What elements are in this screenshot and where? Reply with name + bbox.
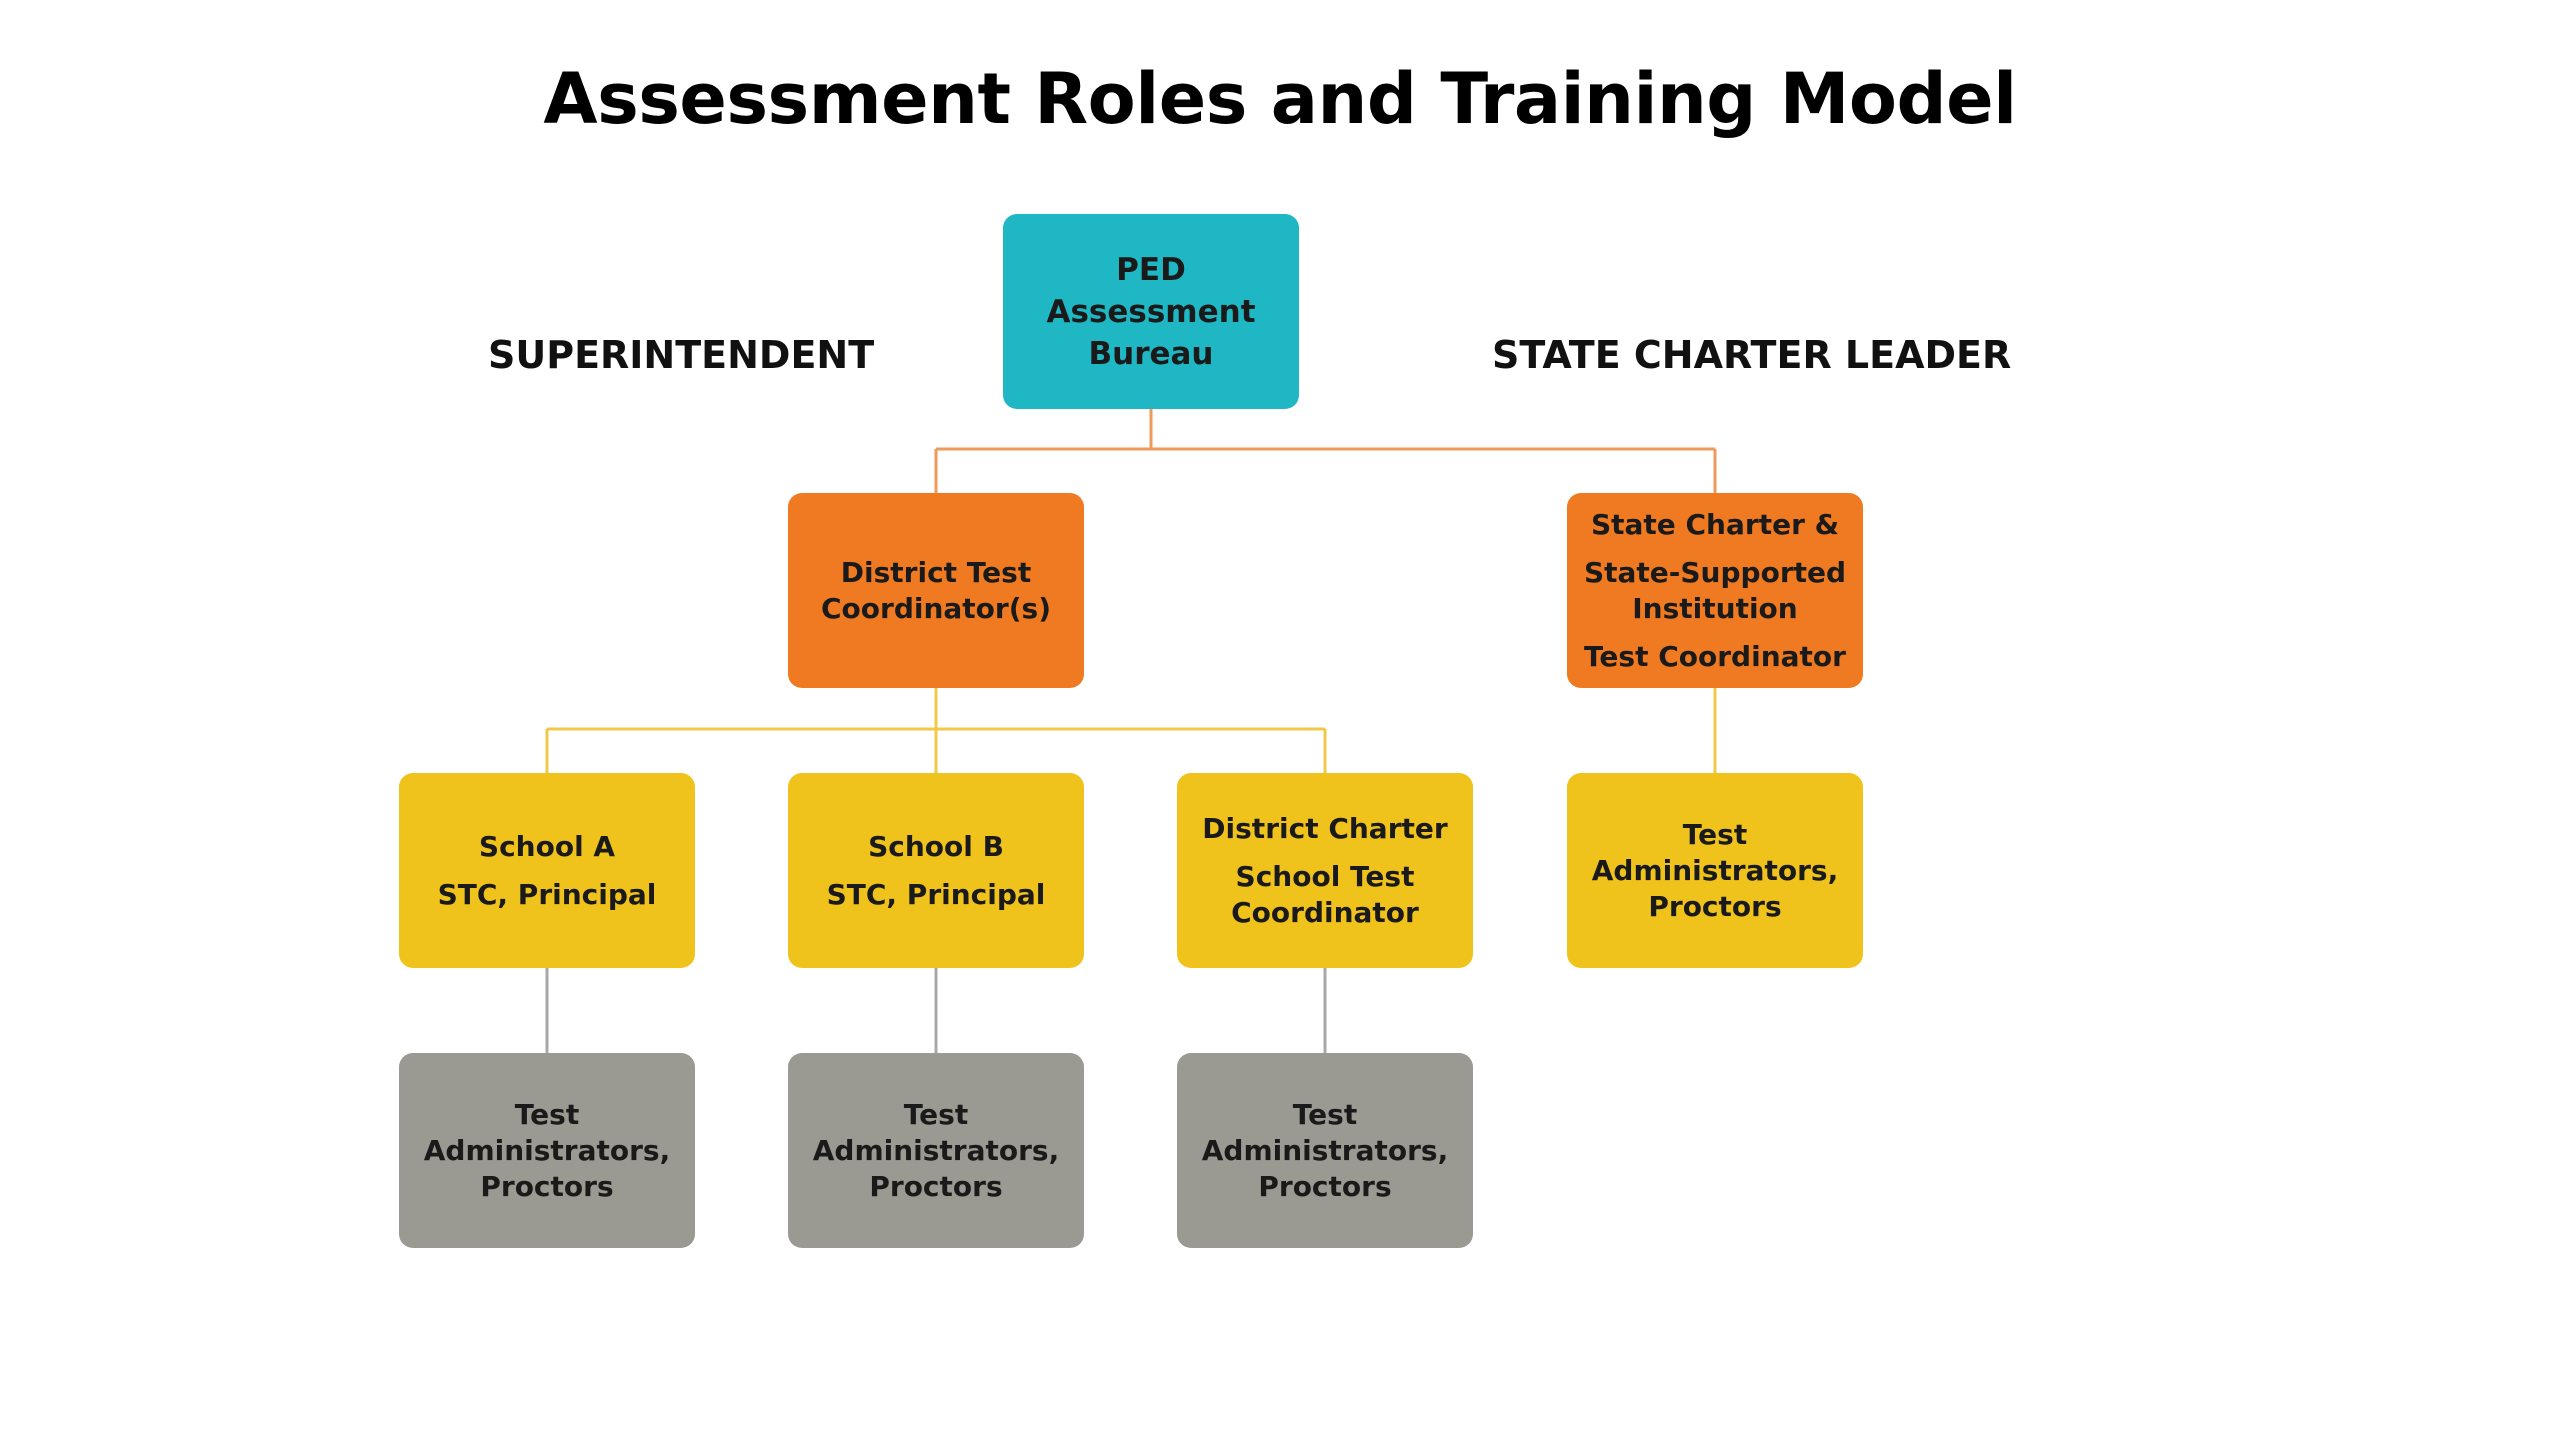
node-text-line: Proctors — [480, 1169, 614, 1203]
node-text-line: Test Administrators, — [812, 1097, 1060, 1167]
node-text-line: PED Assessment — [1046, 251, 1256, 330]
node-text-line: Institution — [1632, 591, 1798, 625]
node-text-line: Test Coordinator — [1584, 639, 1846, 673]
node-text-line: School Test — [1235, 859, 1415, 893]
state-charter-test-administrators-box: Test Administrators, Proctors — [1567, 773, 1863, 968]
school-b-box: School B STC, Principal — [788, 773, 1084, 968]
node-text-line: Test Administrators, — [1591, 817, 1839, 887]
state-charter-leader-label: STATE CHARTER LEADER — [1492, 333, 2012, 377]
node-text-line: District Test — [840, 555, 1032, 589]
node-text-line: School B — [868, 829, 1004, 863]
node-text-line: Coordinator(s) — [821, 591, 1051, 625]
school-a-test-administrators-box: Test Administrators, Proctors — [399, 1053, 695, 1248]
node-text-line: Bureau — [1088, 335, 1214, 372]
node-text-line: Proctors — [869, 1169, 1003, 1203]
node-text-line: State Charter & — [1590, 507, 1840, 541]
node-text-line: Coordinator — [1231, 895, 1419, 929]
node-text-line: Proctors — [1648, 889, 1782, 923]
node-text-line: STC, Principal — [437, 877, 657, 911]
ped-assessment-bureau-box: PED Assessment Bureau — [1003, 214, 1299, 409]
node-text-line: STC, Principal — [826, 877, 1046, 911]
node-text-line: District Charter — [1202, 811, 1448, 845]
school-a-box: School A STC, Principal — [399, 773, 695, 968]
district-test-coordinator-box: District Test Coordinator(s) — [788, 493, 1084, 688]
district-charter-coordinator-box: District Charter School Test Coordinator — [1177, 773, 1473, 968]
superintendent-label: SUPERINTENDENT — [488, 333, 875, 377]
node-text-line: School A — [478, 829, 616, 863]
diagram-title: Assessment Roles and Training Model — [543, 58, 2017, 140]
node-text-line: State-Supported — [1583, 555, 1847, 589]
node-text-line: Test Administrators, — [1201, 1097, 1449, 1167]
node-text-line: Proctors — [1258, 1169, 1392, 1203]
school-b-test-administrators-box: Test Administrators, Proctors — [788, 1053, 1084, 1248]
node-text-line: Test Administrators, — [423, 1097, 671, 1167]
district-charter-test-administrators-box: Test Administrators, Proctors — [1177, 1053, 1473, 1248]
state-charter-test-coordinator-box: State Charter & State-Supported Institut… — [1567, 493, 1863, 688]
